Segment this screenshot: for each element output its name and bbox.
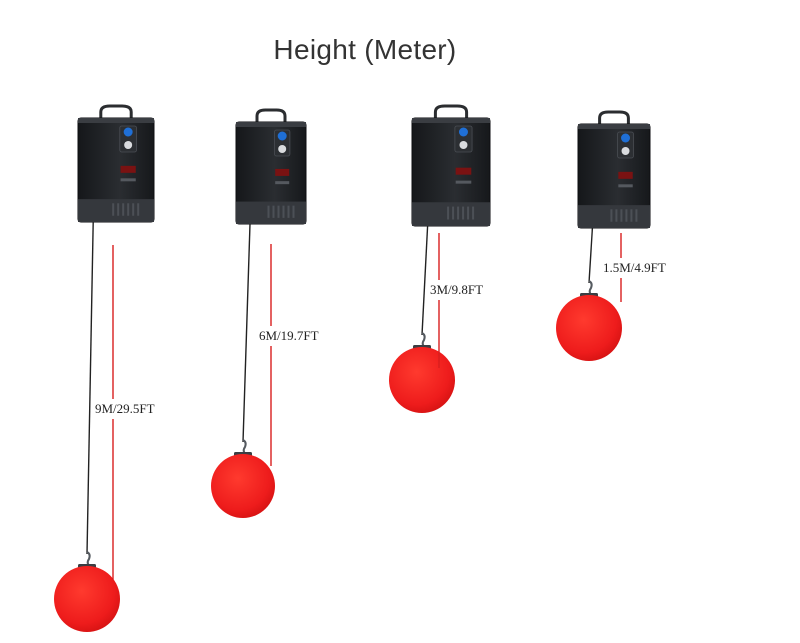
power-connector [277, 131, 287, 141]
hanging-bracket [99, 104, 133, 118]
vent-slot [635, 209, 638, 222]
led-sphere [211, 454, 275, 518]
vent-band [412, 202, 490, 226]
led-sphere [556, 295, 622, 361]
vent-slot [282, 205, 285, 218]
vent-slot [457, 206, 460, 220]
vent-slot [615, 209, 618, 222]
button-row [275, 181, 290, 185]
box-top-rail [236, 122, 306, 127]
winch-unit: 1.5M/4.9FT [556, 110, 666, 361]
power-connector [123, 127, 133, 137]
vent-slot [467, 206, 470, 220]
vent-slot [462, 206, 465, 220]
measure-gap [436, 280, 442, 300]
box-top-rail [78, 118, 154, 123]
led-display [275, 168, 290, 176]
led-display [618, 171, 633, 179]
height-label: 9M/29.5FT [95, 401, 155, 416]
lifting-cable [588, 227, 594, 284]
measure-gap [268, 326, 274, 346]
lifting-cable [242, 223, 251, 443]
height-label: 1.5M/4.9FT [603, 260, 666, 275]
power-connector [621, 133, 631, 143]
vent-slot [122, 203, 125, 216]
dmx-connector [278, 145, 287, 153]
winch-unit: 9M/29.5FT [54, 104, 155, 632]
vent-slot [292, 205, 295, 218]
vent-slot [287, 205, 290, 218]
vent-slot [452, 206, 455, 220]
dmx-connector [124, 141, 133, 149]
diagram-title: Height (Meter) [273, 34, 457, 65]
lifting-cable [421, 225, 429, 336]
dmx-connector [459, 141, 468, 149]
vent-slot [127, 203, 130, 216]
button-row [120, 178, 136, 182]
hanging-bracket [433, 104, 469, 118]
vent-slot [625, 209, 628, 222]
button-row [455, 180, 472, 184]
led-sphere [389, 347, 455, 413]
winch-unit: 6M/19.7FT [211, 108, 319, 518]
vent-band [78, 199, 154, 222]
vent-slot [267, 205, 270, 218]
hanging-bracket [598, 110, 630, 124]
vent-band [236, 201, 306, 224]
vent-slot [132, 203, 135, 216]
measure-gap [618, 258, 624, 278]
vent-slot [447, 206, 450, 220]
vent-slot [610, 209, 613, 222]
vent-band [578, 205, 650, 228]
height-label: 6M/19.7FT [259, 328, 319, 343]
vent-slot [620, 209, 623, 222]
vent-slot [117, 203, 120, 216]
height-label: 3M/9.8FT [430, 282, 483, 297]
vent-slot [112, 203, 115, 216]
lifting-cable [86, 221, 94, 555]
box-top-rail [578, 124, 650, 129]
hanging-bracket [255, 108, 287, 122]
dmx-connector [621, 147, 630, 155]
vent-slot [137, 203, 140, 216]
led-display [455, 167, 472, 175]
box-top-rail [412, 118, 490, 123]
vent-slot [630, 209, 633, 222]
measure-gap [110, 399, 116, 419]
vent-slot [277, 205, 280, 218]
button-row [618, 184, 633, 188]
vent-slot [272, 205, 275, 218]
vent-slot [472, 206, 475, 220]
led-display [120, 165, 136, 173]
winch-unit: 3M/9.8FT [389, 104, 491, 413]
power-connector [458, 127, 468, 137]
led-sphere [54, 566, 120, 632]
